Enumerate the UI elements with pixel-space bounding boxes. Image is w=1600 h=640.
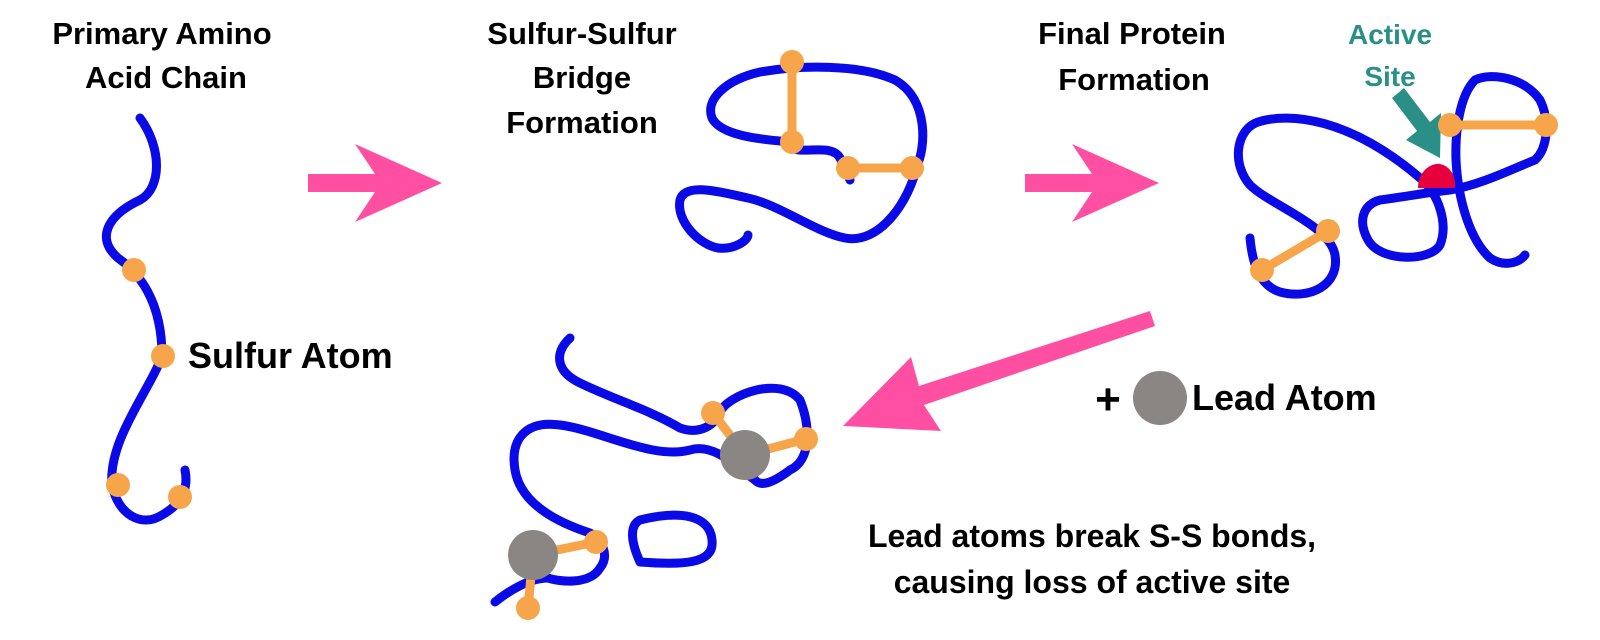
lead-atom-1 <box>720 430 770 480</box>
plus-sign: + <box>1095 375 1121 424</box>
sulfur-atom-2 <box>151 344 175 368</box>
lead-sulfur-1b <box>794 427 818 451</box>
active-site <box>1418 163 1456 188</box>
bridge-sulfur-1b <box>780 130 804 154</box>
arrow-step-2 <box>1025 144 1159 222</box>
active-site-arrow <box>1392 88 1441 158</box>
bridge-sulfur-2b <box>900 156 924 180</box>
primary-label-line1: Primary Amino <box>52 16 271 51</box>
bridge-label-line3: Formation <box>506 105 658 140</box>
bridge-sulfur-2a <box>836 156 860 180</box>
arrow-step-1 <box>308 144 442 222</box>
lead-atom-legend <box>1133 371 1187 425</box>
active-site-label-line2: Site <box>1364 61 1415 92</box>
final-sulfur-2a <box>1250 258 1274 282</box>
lead-sulfur-2a <box>584 530 608 554</box>
bridge-label-line2: Bridge <box>533 60 631 95</box>
final-bond-2 <box>1257 226 1333 275</box>
bridge-label-line1: Sulfur-Sulfur <box>487 16 676 51</box>
final-chain <box>1233 72 1551 299</box>
lead-atom-label: Lead Atom <box>1192 377 1377 418</box>
final-label-line1: Final Protein <box>1038 16 1226 51</box>
arrow-step-3 <box>843 311 1155 431</box>
bridge-chain <box>675 62 928 253</box>
sulfur-atom-4 <box>168 485 192 509</box>
final-sulfur-1b <box>1534 113 1558 137</box>
caption-line2: causing loss of active site <box>894 564 1291 600</box>
active-site-label-line1: Active <box>1348 19 1432 50</box>
primary-label-line2: Acid Chain <box>85 60 247 95</box>
final-label-line2: Formation <box>1058 62 1210 97</box>
final-sulfur-2b <box>1316 219 1340 243</box>
primary-chain <box>102 113 191 525</box>
final-sulfur-1a <box>1438 113 1462 137</box>
caption-line1: Lead atoms break S-S bonds, <box>868 518 1316 554</box>
lead-sulfur-1a <box>701 401 725 425</box>
sulfur-atom-3 <box>106 473 130 497</box>
bridge-sulfur-1a <box>780 50 804 74</box>
sulfur-atom-label: Sulfur Atom <box>188 335 393 376</box>
sulfur-atom-1 <box>122 258 146 282</box>
lead-sulfur-2b <box>516 596 540 620</box>
lead-atom-2 <box>508 530 558 580</box>
